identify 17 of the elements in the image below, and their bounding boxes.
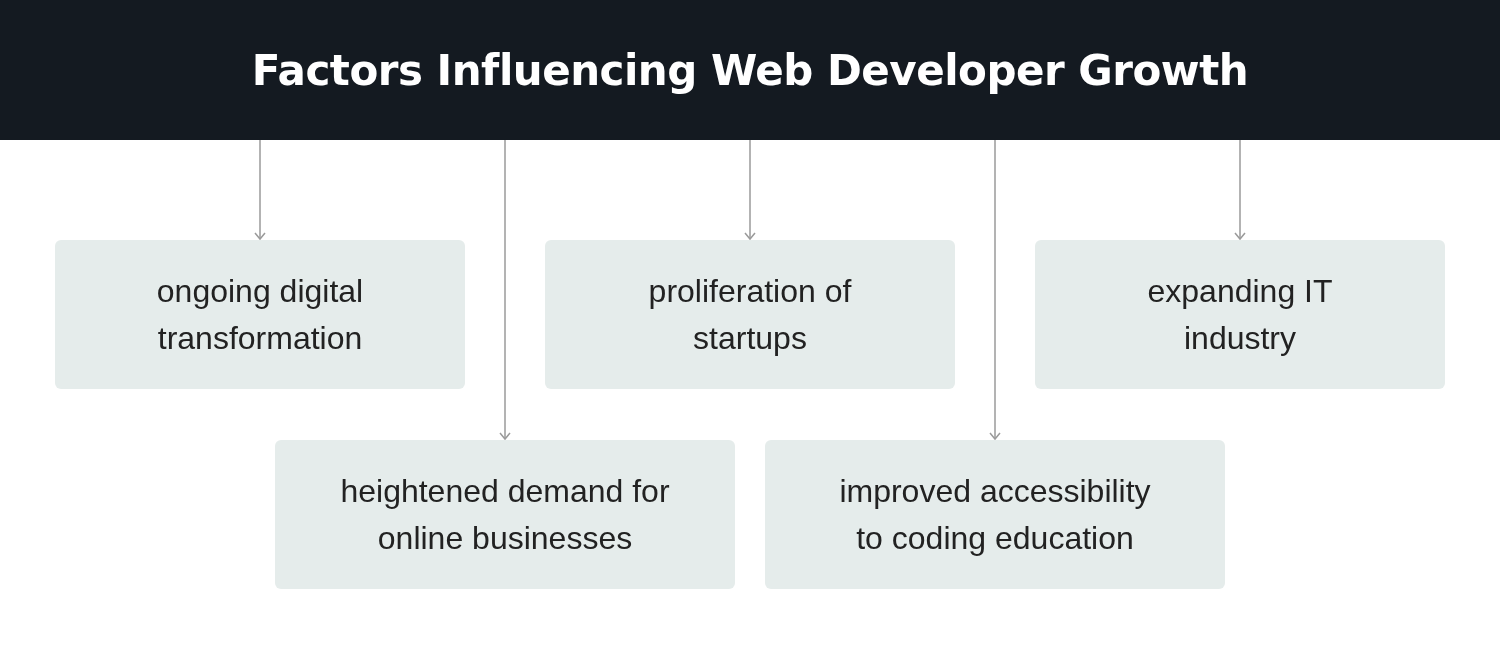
title-banner [0,0,1500,140]
arrow [1234,139,1246,240]
factor-box [1035,240,1445,389]
factor-box [765,440,1225,589]
factor-label: ongoing digital transformation [155,271,365,358]
factor-label: heightened demand for online businesses [340,471,670,558]
arrow [989,139,1001,440]
arrow [744,139,756,240]
factor-box [275,440,735,589]
factor-box [545,240,955,389]
factor-label: proliferation of startups [647,271,853,358]
factor-label: improved accessibility to coding education [838,471,1152,558]
arrow [499,139,511,440]
arrow [254,139,266,240]
factor-box [55,240,465,389]
title: Factors Influencing Web Developer Growth [251,45,1249,95]
factor-label: expanding IT industry [1146,271,1334,358]
